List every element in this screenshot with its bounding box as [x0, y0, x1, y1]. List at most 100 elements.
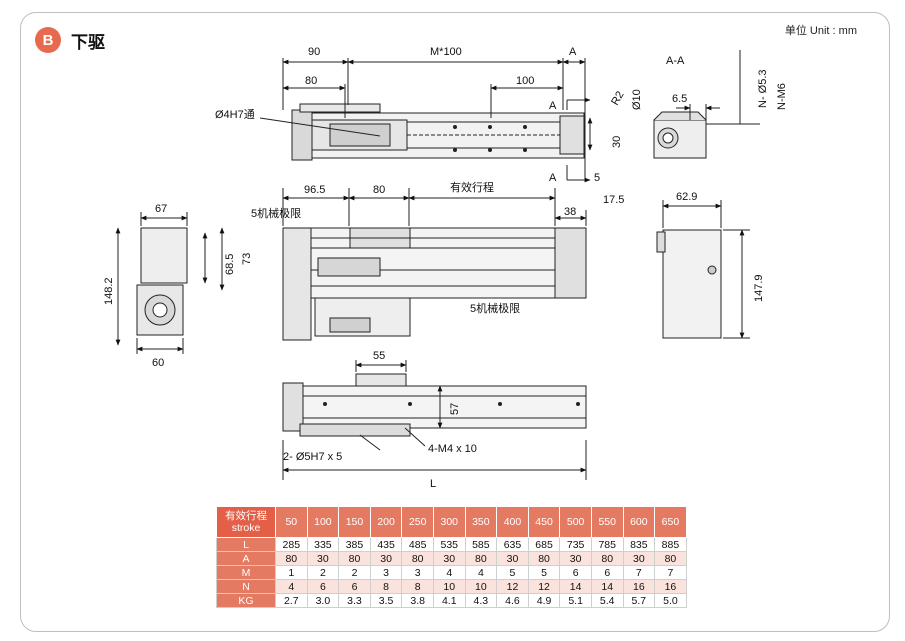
table-cell: 30	[622, 551, 656, 566]
dim-100: 100	[516, 75, 534, 87]
table-cell: 5	[527, 565, 561, 580]
table-cell: 4	[464, 565, 498, 580]
table-cell: 385	[338, 537, 371, 552]
table-cell: 30	[559, 551, 592, 566]
table-cell: 6	[590, 565, 624, 580]
stroke-col: 200	[369, 506, 403, 538]
dim-90: 90	[308, 46, 320, 58]
section-labels: A-A 6.5 N- Ø5.3 N-M6	[666, 55, 788, 110]
top-view-labels: 90 M*100 A 80 100 Ø4H7通 A A 5 17.5 30 R2…	[215, 46, 643, 206]
dim-68-5: 68.5	[224, 254, 236, 275]
top-view	[259, 58, 593, 183]
stroke-col: 600	[622, 506, 656, 538]
dim-17-5: 17.5	[603, 194, 624, 206]
mech-limit-1: 5机械极限	[251, 206, 301, 220]
table-cell: 5.7	[622, 593, 656, 608]
table-cell: 3.8	[401, 593, 434, 608]
unit-label: 单位 Unit : mm	[784, 25, 857, 37]
table-cell: 335	[306, 537, 340, 552]
pins-label: 2- Ø5H7 x 5	[283, 451, 342, 463]
section-badge: B	[35, 27, 61, 53]
table-cell: 4.1	[432, 593, 466, 608]
table-cell: 5.4	[590, 593, 624, 608]
table-cell: 2	[338, 565, 371, 580]
dim-147-9: 147.9	[753, 274, 765, 302]
stroke-col: 450	[527, 506, 561, 538]
table-cell: 80	[590, 551, 624, 566]
dim-80-top: 80	[305, 75, 317, 87]
table-cell: 80	[401, 551, 434, 566]
table-cell: 785	[590, 537, 624, 552]
stroke-col: 50	[275, 506, 308, 538]
table-cell: 4.9	[527, 593, 561, 608]
stroke-header-en: stroke	[231, 522, 261, 534]
row-label: M	[216, 565, 276, 580]
section-title: 下驱	[71, 33, 105, 52]
dim-73: 73	[241, 253, 253, 265]
table-cell: 12	[496, 579, 529, 594]
table-cell: 7	[654, 565, 687, 580]
dim-148-2: 148.2	[103, 277, 115, 305]
table-cell: 80	[654, 551, 687, 566]
table-cell: 3.0	[306, 593, 340, 608]
table-cell: 16	[622, 579, 656, 594]
table-cell: 3.5	[369, 593, 403, 608]
dim-55: 55	[373, 350, 385, 362]
spec-table: 有效行程 stroke 50 100 150 200 250 300 350 4…	[216, 506, 687, 608]
label-n-m6: N-M6	[776, 83, 788, 110]
dim-60: 60	[152, 357, 164, 369]
table-cell: 4	[432, 565, 466, 580]
stroke-col: 300	[432, 506, 466, 538]
section-marker-a1: A	[549, 100, 557, 112]
table-cell: 8	[401, 579, 434, 594]
dim-57: 57	[449, 403, 461, 415]
section-view	[653, 50, 760, 159]
table-cell: 685	[527, 537, 561, 552]
table-cell: 80	[338, 551, 371, 566]
right-end-labels: 62.9 147.9	[676, 191, 765, 302]
table-cell: 30	[306, 551, 340, 566]
right-end-view	[656, 200, 750, 339]
table-cell: 885	[654, 537, 687, 552]
table-cell: 6	[338, 579, 371, 594]
table-cell: 10	[464, 579, 498, 594]
mech-limit-2: 5机械极限	[470, 301, 520, 315]
bottom-view-labels: 55 57 2- Ø5H7 x 5 4-M4 x 10 L	[283, 350, 477, 490]
row-label: L	[216, 537, 276, 552]
dim-a-top: A	[569, 46, 577, 58]
stroke-col: 550	[590, 506, 624, 538]
stroke-col: 500	[559, 506, 592, 538]
table-cell: 485	[401, 537, 434, 552]
table-cell: 8	[369, 579, 403, 594]
dim-62-9: 62.9	[676, 191, 697, 203]
table-cell: 635	[496, 537, 529, 552]
table-cell: 10	[432, 579, 466, 594]
table-cell: 585	[464, 537, 498, 552]
table-cell: 4.3	[464, 593, 498, 608]
table-cell: 30	[369, 551, 403, 566]
dim-phi10: Ø10	[631, 89, 643, 110]
stroke-col: 100	[306, 506, 340, 538]
table-cell: 835	[622, 537, 656, 552]
label-n-phi53: N- Ø5.3	[757, 69, 769, 108]
stroke-col: 650	[654, 506, 687, 538]
dim-5-top: 5	[594, 172, 600, 184]
table-cell: 5.1	[559, 593, 592, 608]
table-cell: 14	[590, 579, 624, 594]
section-title-aa: A-A	[666, 55, 685, 67]
table-cell: 3.3	[338, 593, 371, 608]
table-cell: 30	[432, 551, 466, 566]
dim-r2: R2	[609, 89, 626, 107]
dim-80-mid: 80	[373, 184, 385, 196]
dim-67: 67	[155, 203, 167, 215]
bottom-view	[282, 360, 587, 480]
stroke-label: 有效行程	[450, 180, 494, 194]
table-cell: 16	[654, 579, 687, 594]
table-cell: 2.7	[275, 593, 308, 608]
table-cell: 4.6	[496, 593, 529, 608]
